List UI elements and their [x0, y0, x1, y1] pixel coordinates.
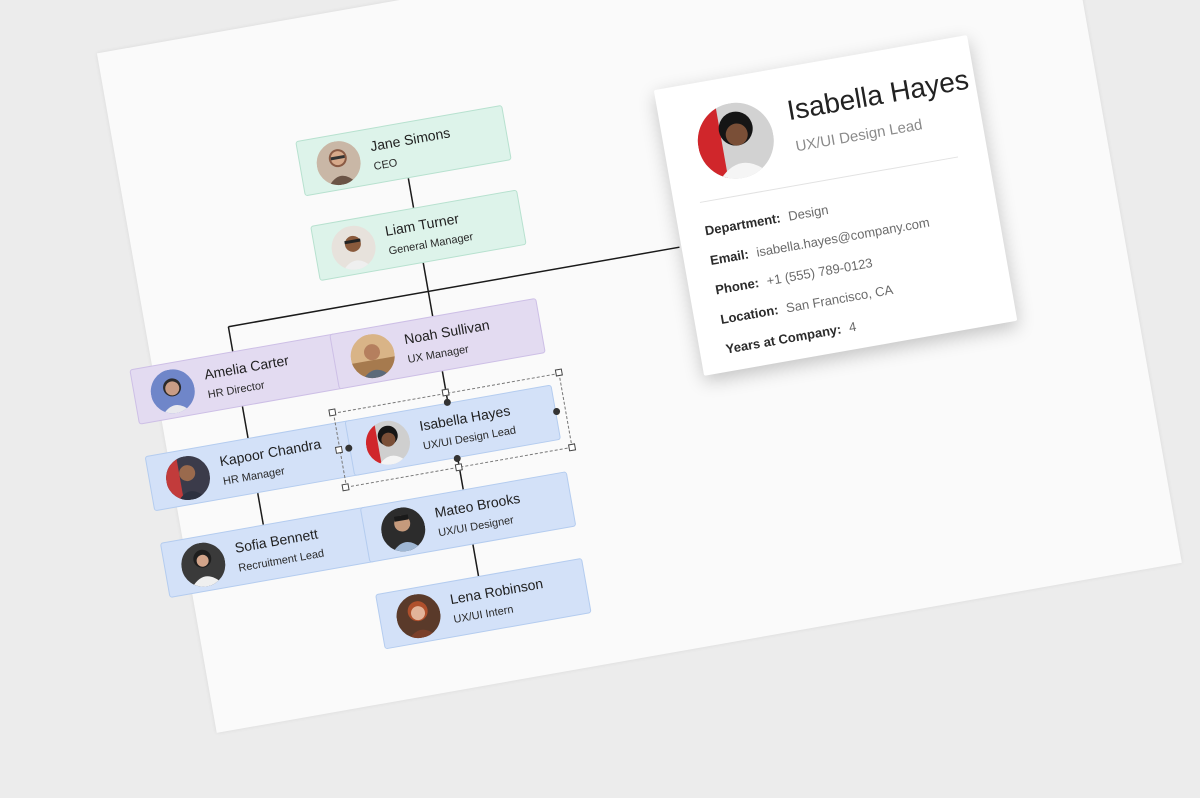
connector-amelia-kapoor	[241, 406, 249, 439]
org-node-isabella-hayes[interactable]: Isabella Hayes UX/UI Design Lead	[344, 384, 562, 477]
org-node-lena-robinson[interactable]: Lena Robinson UX/UI Intern	[375, 557, 592, 650]
resize-handle-top-right[interactable]	[554, 368, 563, 377]
connector-to-amelia	[227, 326, 234, 352]
field-label: Phone:	[714, 275, 761, 298]
avatar	[162, 452, 214, 504]
connector-liam-trunk	[422, 262, 430, 292]
node-title: CEO	[372, 156, 399, 173]
resize-handle-top[interactable]	[441, 388, 450, 397]
org-node-liam-turner[interactable]: Liam Turner General Manager	[310, 189, 527, 282]
org-node-jane-simons[interactable]: Jane Simons CEO	[295, 104, 512, 197]
field-value: Design	[786, 201, 830, 224]
node-name: Kapoor Chandra	[218, 435, 323, 470]
avatar	[328, 222, 380, 274]
node-name: Noah Sullivan	[402, 316, 491, 348]
avatar	[313, 137, 365, 189]
node-title: UX/UI Intern	[452, 603, 515, 626]
connector-noah-isabella	[441, 371, 449, 403]
connector-mateo-lena	[472, 544, 480, 577]
employee-detail-card: Isabella Hayes UX/UI Design Lead Departm…	[653, 35, 1018, 376]
avatar	[177, 539, 229, 591]
connector-jane-liam	[407, 178, 415, 208]
avatar	[362, 417, 414, 469]
avatar	[393, 590, 445, 642]
avatar	[691, 96, 780, 185]
resize-handle-bottom-right[interactable]	[568, 443, 577, 452]
node-title: UX Manager	[406, 343, 470, 366]
field-label: Years at Company:	[724, 321, 843, 357]
field-department: Department:Design	[704, 202, 830, 238]
node-name: Jane Simons	[368, 124, 452, 155]
org-node-sofia-bennett[interactable]: Sofia Bennett Recruitment Lead	[159, 506, 377, 599]
card-name: Isabella Hayes	[784, 63, 971, 127]
field-label: Email:	[708, 246, 750, 268]
node-name: Lena Robinson	[448, 575, 545, 608]
field-label: Location:	[719, 302, 780, 328]
resize-handle-bottom[interactable]	[454, 463, 463, 472]
resize-handle-bottom-left[interactable]	[341, 483, 350, 492]
field-value: 4	[847, 318, 858, 335]
node-title: HR Manager	[222, 465, 286, 488]
node-name: Amelia Carter	[202, 351, 291, 383]
avatar	[347, 330, 399, 382]
connector-liam-branch	[228, 246, 680, 328]
org-node-kapoor-chandra[interactable]: Kapoor Chandra HR Manager	[144, 419, 362, 512]
field-value: +1 (555) 789-0123	[765, 255, 874, 289]
connector-kapoor-sofia	[256, 493, 265, 525]
avatar	[147, 365, 199, 417]
connector-to-noah	[427, 291, 434, 317]
resize-handle-top-left[interactable]	[328, 408, 337, 417]
org-node-mateo-brooks[interactable]: Mateo Brooks UX/UI Designer	[359, 471, 577, 563]
org-node-amelia-carter[interactable]: Amelia Carter HR Director	[129, 333, 346, 425]
resize-handle-left[interactable]	[334, 445, 344, 454]
field-value: San Francisco, CA	[784, 281, 895, 316]
field-label: Department:	[703, 210, 782, 239]
node-title: HR Director	[206, 379, 266, 402]
org-node-noah-sullivan[interactable]: Noah Sullivan UX Manager	[329, 297, 546, 390]
connector-isabella-mateo	[456, 457, 464, 490]
avatar	[377, 503, 429, 555]
field-years: Years at Company:4	[725, 319, 858, 357]
